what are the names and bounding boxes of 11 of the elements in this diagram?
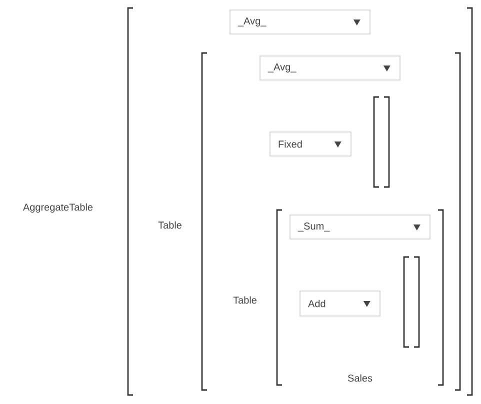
empty-bracket xyxy=(403,256,420,348)
dropdown-field: Add xyxy=(300,290,380,316)
group-label: AggregateTable xyxy=(23,203,93,213)
dropdown-field: _Sum_ xyxy=(290,214,430,240)
group-label: Table xyxy=(233,296,257,304)
dropdown-field: _Avg_ xyxy=(230,10,370,34)
group-label: Sales xyxy=(348,374,372,382)
group-label: Table xyxy=(158,221,182,229)
empty-bracket xyxy=(373,96,390,188)
dropdown-field: Fixed xyxy=(270,132,352,156)
dropdown-field: _Avg_ xyxy=(260,56,400,80)
